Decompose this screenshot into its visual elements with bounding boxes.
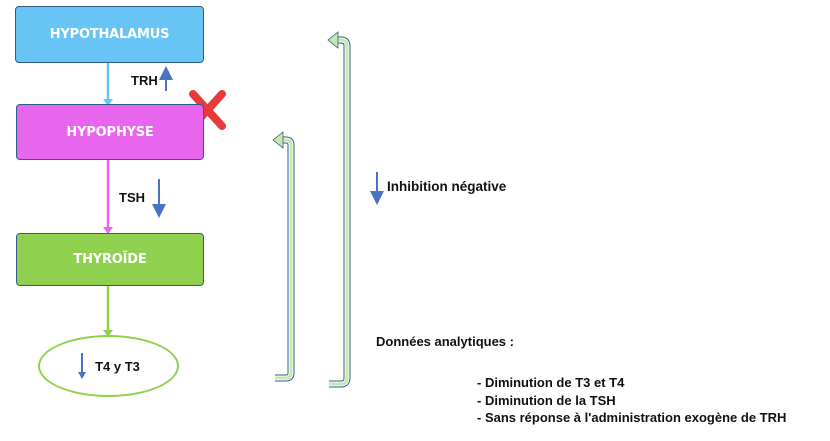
connector-hypophyse-arrowhead [103,227,113,234]
connector-thyroide-arrowhead [103,330,113,337]
analytics-finding: - Sans réponse à l'administration exogèn… [477,410,787,425]
node-hypothalamus-label: HYPOTHALAMUS [49,27,170,42]
node-hypothalamus: HYPOTHALAMUS [15,6,204,63]
analytics-finding: - Diminution de T3 et T4 [477,375,625,390]
node-thyroide: THYROÏDE [16,233,204,286]
analytics-finding: - Diminution de la TSH [477,392,616,408]
connector-hypothalamus-arrowhead [103,99,113,106]
node-hypophyse: HYPOPHYSE [16,104,204,160]
legend-inhibition-label: Inhibition négative [387,179,507,194]
feedback-bracket-arrow-icon [272,131,295,382]
analytics-findings-list: - Diminution de T3 et T4 - Diminution de… [477,374,786,427]
link-label-trh: TRH [131,73,158,88]
down-arrow-icon [78,353,87,379]
node-hormones-label: T4 y T3 [95,358,140,374]
node-thyroide-label: THYROÏDE [73,252,147,267]
feedback-bracket-arrow-icon [327,31,351,388]
node-hormones: T4 y T3 [38,335,179,397]
node-hypophyse-label: HYPOPHYSE [66,124,154,140]
analytics-title: Données analytiques : [376,334,514,349]
link-label-tsh: TSH [119,190,145,205]
